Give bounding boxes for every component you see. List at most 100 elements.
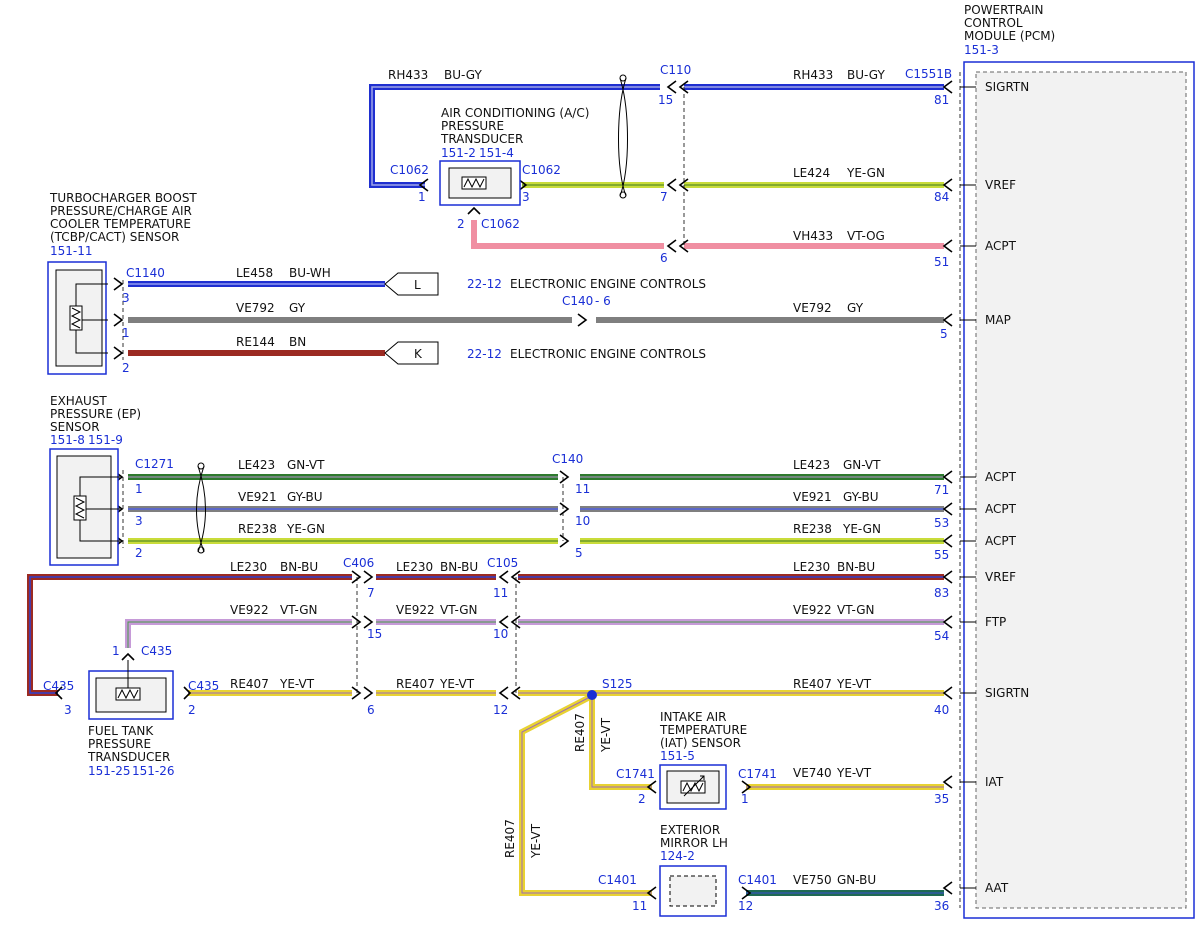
ve792-color-left: GY	[289, 301, 306, 315]
pcm-pin-sigrtn: SIGRTN	[985, 80, 1029, 94]
ftp-ref-2[interactable]: 151-26	[132, 764, 175, 778]
ve792-color-right: GY	[847, 301, 864, 315]
ep-ref-2[interactable]: 151-9	[88, 433, 123, 447]
ve921-pcm-pin: 53	[934, 516, 949, 530]
c406-label: C406	[343, 556, 374, 570]
pcm-pin-acpt-3: ACPT	[985, 502, 1017, 516]
cross-ref-tag-k[interactable]: K	[384, 341, 439, 365]
tcbp-sensor[interactable]	[47, 261, 108, 375]
c1062-bottom-pin: 2	[457, 217, 465, 231]
le424-pcm-pin: 84	[934, 190, 949, 204]
twisted-pair-ac	[618, 77, 628, 197]
mirror-ref[interactable]: 124-2	[660, 849, 695, 863]
re238-color-right: YE-GN	[842, 522, 881, 536]
ve922-color-mid: VT-GN	[440, 603, 477, 617]
pcm-module[interactable]: POWERTRAIN CONTROL MODULE (PCM) 151-3	[959, 3, 1195, 919]
wire-vh433-left	[471, 220, 664, 249]
ep-ref-1[interactable]: 151-8	[50, 433, 85, 447]
le423-color-right: GN-VT	[843, 458, 881, 472]
c1401-left-label: C1401	[598, 873, 637, 887]
ac-pressure-transducer[interactable]	[439, 160, 521, 206]
iat-ref[interactable]: 151-5	[660, 749, 695, 763]
re144-color: BN	[289, 335, 306, 349]
rh433-label-left: RH433	[388, 68, 428, 82]
ac-ref-2[interactable]: 151-4	[479, 146, 514, 160]
mirror-title-1: EXTERIOR	[660, 823, 720, 837]
wire-re407-mirror-branch	[519, 694, 652, 896]
re238-label-right: RE238	[793, 522, 832, 536]
iat-sensor[interactable]	[659, 764, 727, 810]
iat-title-2: TEMPERATURE	[659, 723, 747, 737]
ftp-ref-1[interactable]: 151-25	[88, 764, 131, 778]
c1062-right-pin: 3	[522, 190, 530, 204]
pcm-title-3: MODULE (PCM)	[964, 29, 1055, 43]
c105-pin-11: 11	[493, 586, 508, 600]
le424-label: LE424	[793, 166, 830, 180]
le230-color-right: BN-BU	[837, 560, 875, 574]
vh433-c1062-pin: 6	[660, 251, 668, 265]
cross-ref-tag-l[interactable]: L	[384, 272, 439, 296]
c1401-left-pin: 11	[632, 899, 647, 913]
ve921-label-left: VE921	[238, 490, 277, 504]
wire-le230-left	[27, 574, 352, 696]
rh433-pcm-pin: 81	[934, 93, 949, 107]
c140-pin-5: 5	[575, 546, 583, 560]
ac-title-3: TRANSDUCER	[440, 132, 523, 146]
le230-color-left: BN-BU	[280, 560, 318, 574]
wire-labels: RH433 BU-GY RH433 BU-GY 81 15 LE424 YE-G…	[230, 68, 949, 913]
c140-pin-11: 11	[575, 482, 590, 496]
pcm-pin-acpt-4: ACPT	[985, 534, 1017, 548]
cross-ref-tag-k-label: K	[414, 347, 423, 361]
le423-label-left: LE423	[238, 458, 275, 472]
le458-label: LE458	[236, 266, 273, 280]
c1140-pin-3: 3	[122, 291, 130, 305]
cross-ref-page-l[interactable]: 22-12	[467, 277, 502, 291]
ep-title-3: SENSOR	[50, 420, 100, 434]
le230-label-left: LE230	[230, 560, 267, 574]
c1062-left-pin: 1	[418, 190, 426, 204]
tcbp-ref[interactable]: 151-11	[50, 244, 93, 258]
splice-s125[interactable]	[587, 690, 597, 700]
re407-color-right: YE-VT	[836, 677, 872, 691]
cross-ref-text-l: ELECTRONIC ENGINE CONTROLS	[510, 277, 706, 291]
fuel-tank-pressure-transducer[interactable]	[88, 660, 174, 720]
c105-label: C105	[487, 556, 518, 570]
cross-ref-page-k[interactable]: 22-12	[467, 347, 502, 361]
c1271-label: C1271	[135, 457, 174, 471]
pcm-pin-labels: SIGRTN VREF ACPT MAP ACPT ACPT ACPT VREF…	[985, 80, 1029, 895]
ac-ref-1[interactable]: 151-2	[441, 146, 476, 160]
rh433-c110-pin: 15	[658, 93, 673, 107]
exterior-mirror-lh[interactable]	[659, 865, 727, 917]
tcbp-title-1: TURBOCHARGER BOOST	[49, 191, 197, 205]
le424-color: YE-GN	[846, 166, 885, 180]
c1062-left-label: C1062	[390, 163, 429, 177]
ve740-label: VE740	[793, 766, 832, 780]
re407-label-mid: RE407	[396, 677, 435, 691]
c435-right-pin: 2	[188, 703, 196, 717]
c105-pin-10: 10	[493, 627, 508, 641]
pcm-title-1: POWERTRAIN	[964, 3, 1044, 17]
ve922-label-right: VE922	[793, 603, 832, 617]
tcbp-title-2: PRESSURE/CHARGE AIR	[50, 204, 192, 218]
pcm-pin-acpt-2: ACPT	[985, 470, 1017, 484]
vh433-label: VH433	[793, 229, 833, 243]
c406-pin-15: 15	[367, 627, 382, 641]
re407-iat-color: YE-VT	[599, 717, 613, 753]
tcbp-title-4: (TCBP/CACT) SENSOR	[50, 230, 179, 244]
wires	[27, 84, 944, 896]
ep-sensor[interactable]	[49, 448, 120, 566]
ve921-color-left: GY-BU	[287, 490, 323, 504]
le423-color-left: GN-VT	[287, 458, 325, 472]
iat-title-1: INTAKE AIR	[660, 710, 726, 724]
c1140-pin-1: 1	[122, 326, 130, 340]
rh433-label-right: RH433	[793, 68, 833, 82]
re407-label-left: RE407	[230, 677, 269, 691]
le230-label-mid: LE230	[396, 560, 433, 574]
re407-mirror-color: YE-VT	[529, 823, 543, 859]
c1741-left-pin: 2	[638, 792, 646, 806]
c1741-right-label: C1741	[738, 767, 777, 781]
vh433-color: VT-OG	[847, 229, 885, 243]
ac-title-1: AIR CONDITIONING (A/C)	[441, 106, 589, 120]
re407-pcm-pin: 40	[934, 703, 949, 717]
c1741-left-label: C1741	[616, 767, 655, 781]
